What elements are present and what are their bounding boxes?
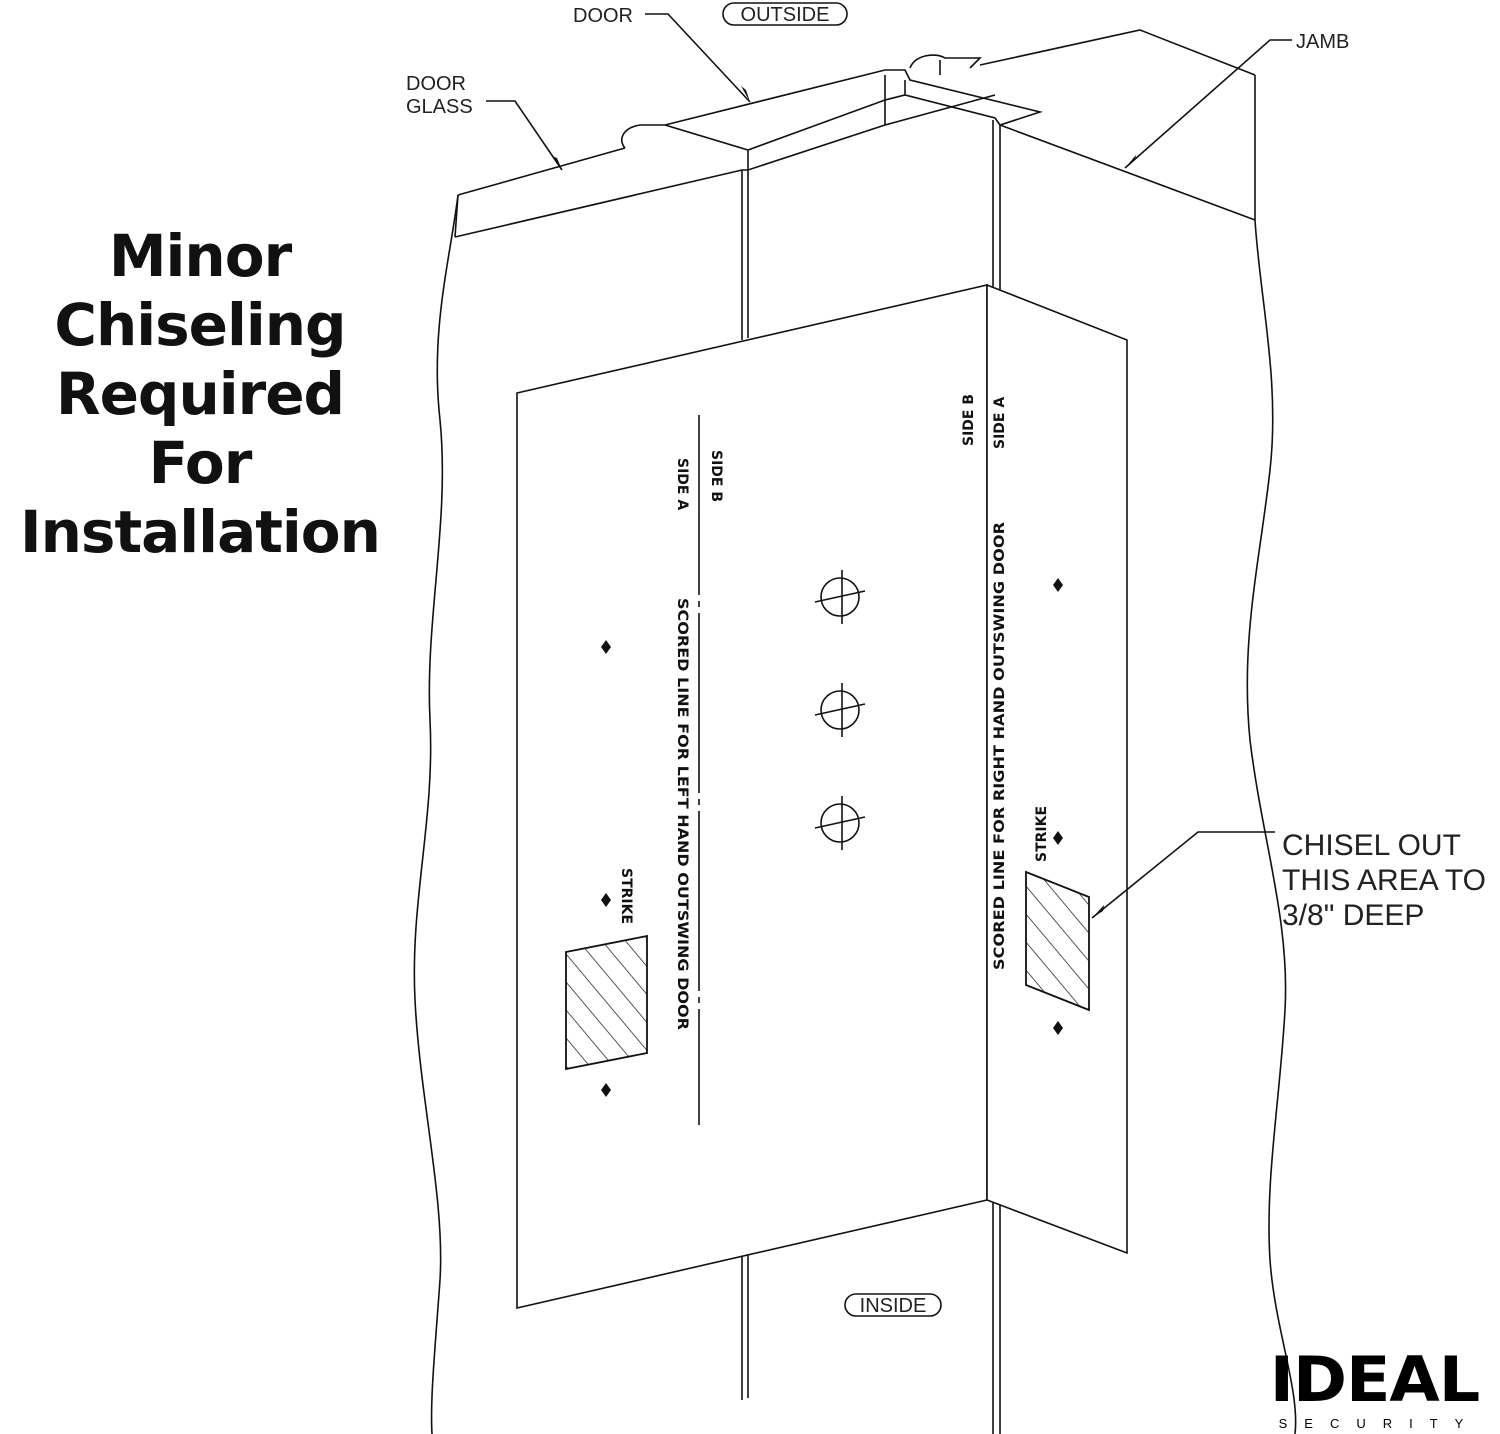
jamb-leader [1124,39,1292,169]
headline: Minor Chiseling Required For Installatio… [0,222,400,567]
left-side-a-label: SIDE A [674,458,690,510]
chisel-note-line2: THIS AREA TO [1282,864,1486,897]
inside-label: INSIDE [860,1295,927,1317]
door-glass-label-line1: DOOR [406,73,466,95]
logo-tagline: SECURITY [1278,1416,1481,1431]
left-strike-label: STRIKE [618,868,634,924]
inside-badge [844,1293,942,1317]
headline-line: Chiseling [54,291,346,359]
door-stile [741,170,749,1400]
right-side-a-label: SIDE A [992,397,1008,449]
headline-line: Installation [20,498,381,566]
outside-label: OUTSIDE [741,4,830,26]
outside-badge [722,2,848,26]
chisel-area-left [565,934,648,1071]
headline-line: Minor [108,222,292,290]
screw-mark-icon [1053,578,1063,592]
headline-line: Required For [55,360,345,497]
logo-wordmark: IDEAL [1269,1343,1480,1416]
hole-marker [814,796,866,850]
screw-mark-icon [601,640,611,654]
door-glass-label-line2: GLASS [406,96,473,118]
chisel-note-line1: CHISEL OUT [1282,829,1461,862]
door-frame-profile [621,69,1043,170]
hole-marker [814,683,866,737]
right-strike-label: STRIKE [1034,806,1050,862]
left-scored-line-label: SCORED LINE FOR LEFT HAND OUTSWING DOOR [674,598,690,1030]
template-right-face [986,283,1128,1255]
jamb-outline [1246,75,1297,1434]
door-outline [413,194,459,1434]
hole-marker [814,570,866,624]
right-scored-line-label: SCORED LINE FOR RIGHT HAND OUTSWING DOOR [992,522,1008,970]
door-label: DOOR [573,5,633,27]
door-top [454,94,996,238]
door-frame-glass-stop [909,54,982,75]
screw-mark-icon [601,893,611,907]
chisel-note-line3: 3/8" DEEP [1282,899,1424,932]
screw-mark-icon [601,1083,611,1097]
door-leader [645,13,751,103]
jamb-label: JAMB [1296,31,1349,53]
screw-mark-icon [1053,831,1063,845]
screw-mark-icon [1053,1021,1063,1035]
right-side-b-label: SIDE B [961,394,977,446]
left-side-b-label: SIDE B [708,450,724,502]
chisel-leader [1091,831,1275,919]
door-glass-leader [486,100,563,171]
jamb-top [979,29,1256,221]
template-left-face [516,283,988,1310]
chisel-area-right [1025,870,1090,1012]
jamb-stile [992,120,1001,1434]
ideal-security-logo: IDEAL SECURITY [1252,1349,1497,1432]
